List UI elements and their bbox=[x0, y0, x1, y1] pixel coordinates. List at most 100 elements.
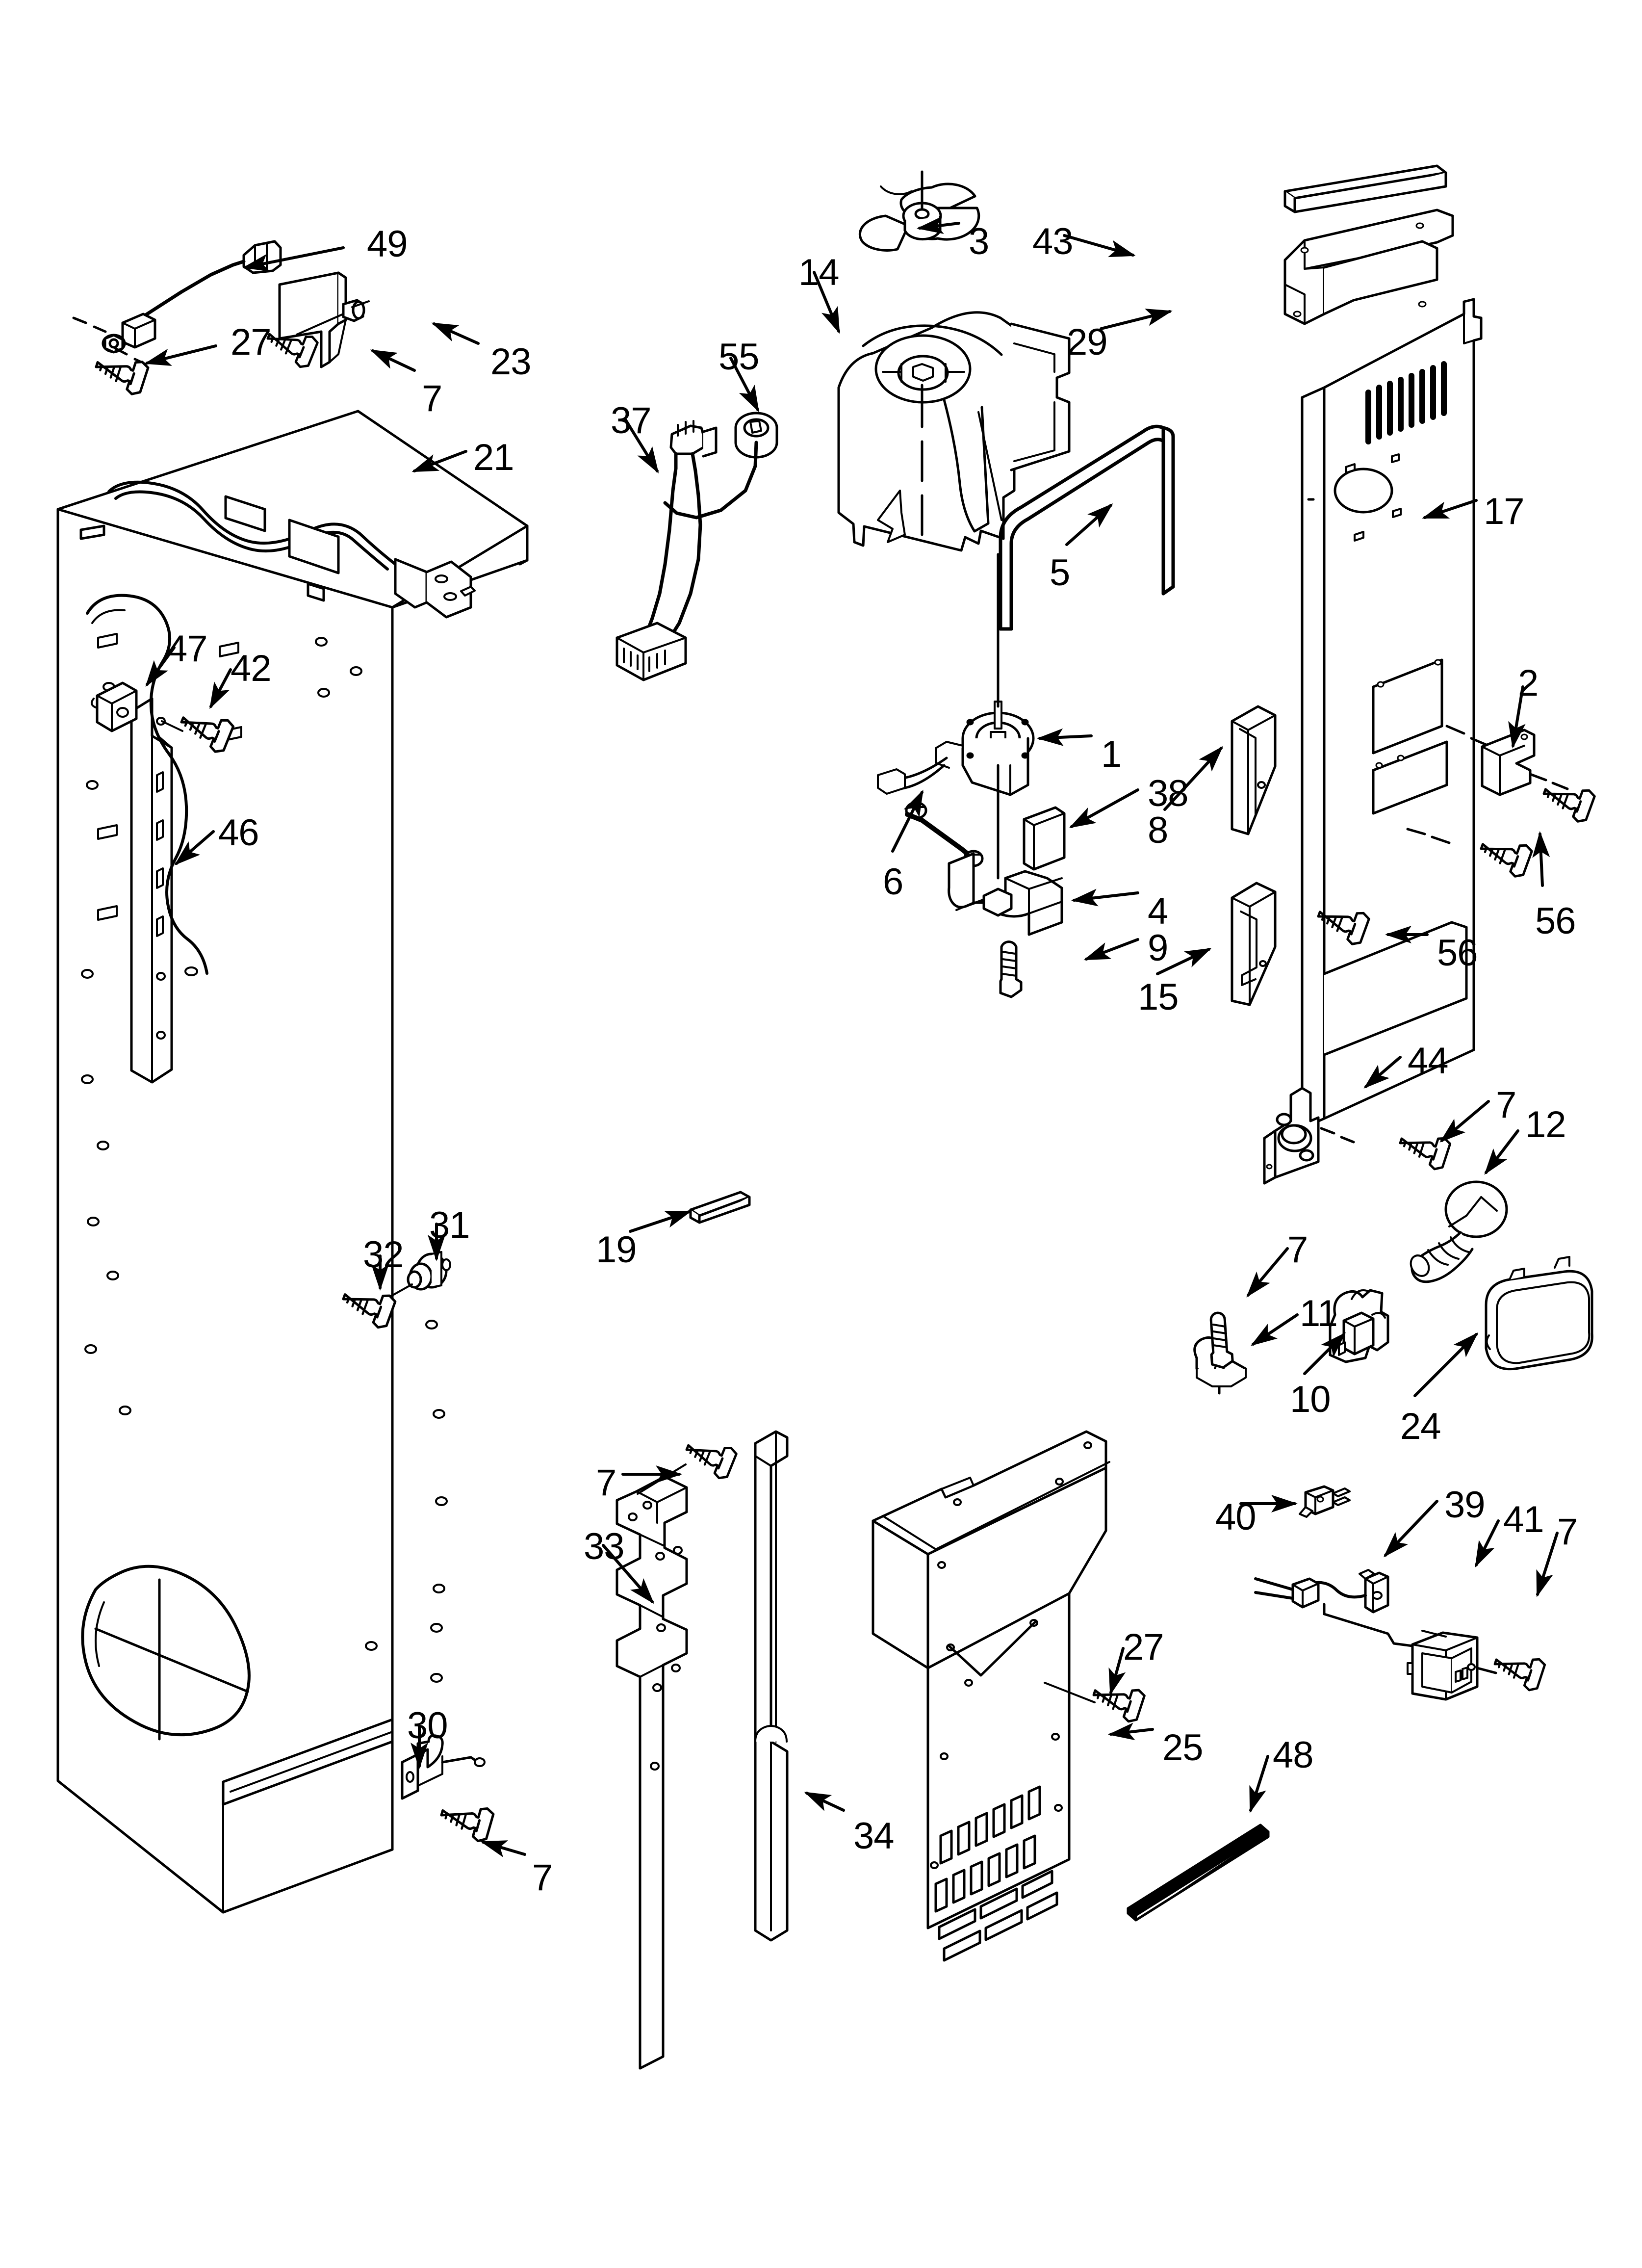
callout-number-48: 48 bbox=[1273, 1734, 1314, 1776]
part-27-screw-machine-panel bbox=[1044, 1677, 1146, 1723]
leader-arrow-21 bbox=[411, 450, 467, 472]
leader-arrow-48 bbox=[1249, 1755, 1269, 1813]
part-46-shelf-support-rail bbox=[130, 697, 173, 1084]
part-55-grommet bbox=[663, 412, 778, 520]
part-31-roller-wheel bbox=[386, 1251, 451, 1299]
part-7-screw-thermostat bbox=[1490, 1647, 1546, 1693]
leader-arrow-7 bbox=[370, 349, 416, 372]
leader-arrow-4 bbox=[1071, 888, 1139, 907]
part-47-rail-top-mount bbox=[90, 681, 138, 732]
callout-number-55: 55 bbox=[718, 336, 760, 378]
part-27-screw-top-left bbox=[92, 349, 150, 396]
leader-arrow-56 bbox=[1532, 831, 1550, 887]
leader-arrow-41 bbox=[1475, 1519, 1500, 1568]
part-56-screw-upper bbox=[1539, 776, 1596, 824]
leader-arrow-7 bbox=[1439, 1100, 1490, 1143]
callout-number-31: 31 bbox=[429, 1204, 470, 1246]
callout-number-39: 39 bbox=[1444, 1484, 1486, 1526]
leader-arrow-5 bbox=[1065, 503, 1113, 546]
callout-number-46: 46 bbox=[218, 812, 259, 854]
leader-arrow-2 bbox=[1508, 685, 1526, 749]
leader-arrow-27 bbox=[144, 344, 217, 366]
callout-number-23: 23 bbox=[490, 341, 532, 383]
leader-arrow-6 bbox=[891, 789, 924, 853]
callout-number-7: 7 bbox=[1287, 1229, 1308, 1271]
callout-number-49: 49 bbox=[367, 223, 408, 265]
part-42-screw-shelf-rail bbox=[161, 704, 234, 755]
callout-number-17: 17 bbox=[1484, 491, 1525, 532]
part-43-duct-seal-strip bbox=[1283, 164, 1447, 213]
callout-number-8: 8 bbox=[1148, 809, 1168, 851]
part-3-fan-blade bbox=[858, 170, 980, 252]
callout-number-4: 4 bbox=[1148, 890, 1168, 932]
leader-arrow-1 bbox=[1037, 728, 1093, 746]
callout-number-7: 7 bbox=[596, 1462, 616, 1504]
part-48-seal-strip bbox=[1127, 1824, 1270, 1922]
callout-number-9: 9 bbox=[1148, 927, 1168, 969]
part-29-air-duct-cover bbox=[1283, 209, 1454, 325]
leader-arrow-42 bbox=[209, 668, 232, 709]
callout-number-2: 2 bbox=[1518, 662, 1539, 704]
part-11-light-socket bbox=[1329, 1289, 1389, 1363]
part-9-screw-fan-bracket bbox=[999, 940, 1023, 998]
leader-arrow-7 bbox=[1536, 1532, 1559, 1597]
callout-number-15: 15 bbox=[1138, 976, 1179, 1018]
callout-number-34: 34 bbox=[853, 1815, 895, 1857]
callout-number-43: 43 bbox=[1032, 221, 1074, 262]
leader-arrow-37 bbox=[624, 418, 659, 474]
callout-number-24: 24 bbox=[1400, 1406, 1441, 1447]
leader-arrow-15 bbox=[1156, 948, 1212, 975]
callout-number-21: 21 bbox=[473, 437, 514, 478]
part-4-fan-motor-bracket bbox=[948, 852, 1063, 936]
leader-arrow-24 bbox=[1413, 1332, 1479, 1397]
part-38-foam-pad bbox=[1023, 806, 1066, 871]
part-7-screw-wire-clip bbox=[1209, 1311, 1234, 1369]
leader-arrow-3 bbox=[917, 216, 960, 234]
callout-number-27: 27 bbox=[231, 321, 272, 363]
leader-arrow-23 bbox=[431, 322, 480, 345]
part-34-trim-strip bbox=[754, 1430, 789, 1942]
leader-arrow-27 bbox=[1108, 1647, 1126, 1695]
part-40-wire-connector bbox=[1299, 1485, 1351, 1518]
leader-arrow-38 bbox=[1069, 788, 1139, 828]
leader-arrow-8 bbox=[1163, 746, 1224, 811]
leader-arrow-39 bbox=[1383, 1500, 1438, 1558]
callout-number-10: 10 bbox=[1290, 1379, 1331, 1420]
callout-number-7: 7 bbox=[1496, 1084, 1516, 1126]
leader-arrow-7 bbox=[1246, 1247, 1289, 1298]
leader-arrow-29 bbox=[1100, 309, 1173, 330]
callout-number-41: 41 bbox=[1503, 1499, 1544, 1540]
part-2-air-duct-baffle bbox=[1481, 729, 1569, 796]
leader-arrow-55 bbox=[729, 357, 759, 413]
leader-arrow-11 bbox=[1251, 1313, 1299, 1346]
callout-number-29: 29 bbox=[1067, 321, 1108, 363]
callout-number-56: 56 bbox=[1437, 932, 1478, 974]
leader-arrow-17 bbox=[1422, 499, 1478, 519]
part-17-rear-liner-panel bbox=[1301, 298, 1490, 1130]
leader-arrow-44 bbox=[1363, 1056, 1402, 1089]
leader-arrow-14 bbox=[813, 271, 840, 334]
leader-arrow-10 bbox=[1303, 1332, 1346, 1375]
callout-number-11: 11 bbox=[1300, 1293, 1338, 1334]
leader-arrow-25 bbox=[1108, 1722, 1154, 1741]
part-37-wiring-harness bbox=[616, 420, 718, 681]
part-12-light-bulb bbox=[1410, 1180, 1508, 1283]
part-44-light-mounting-bracket bbox=[1263, 1087, 1355, 1185]
callout-number-12: 12 bbox=[1525, 1104, 1566, 1146]
part-7-screw-support-bracket bbox=[637, 1433, 738, 1495]
leader-arrow-49 bbox=[242, 246, 345, 272]
leader-arrow-46 bbox=[174, 830, 215, 865]
part-1-evaporator-fan-motor bbox=[877, 553, 1035, 880]
leader-arrow-19 bbox=[629, 1210, 692, 1233]
part-24-light-shield bbox=[1485, 1256, 1593, 1371]
callout-number-47: 47 bbox=[167, 628, 208, 670]
leader-arrow-34 bbox=[804, 1792, 845, 1812]
callout-number-6: 6 bbox=[883, 861, 903, 903]
callout-number-30: 30 bbox=[407, 1705, 448, 1747]
callout-number-7: 7 bbox=[1557, 1511, 1578, 1553]
part-8-air-duct-clip-upper bbox=[1231, 705, 1277, 835]
callout-number-56: 56 bbox=[1535, 900, 1576, 942]
part-7-screw-drain-clip bbox=[437, 1797, 494, 1843]
